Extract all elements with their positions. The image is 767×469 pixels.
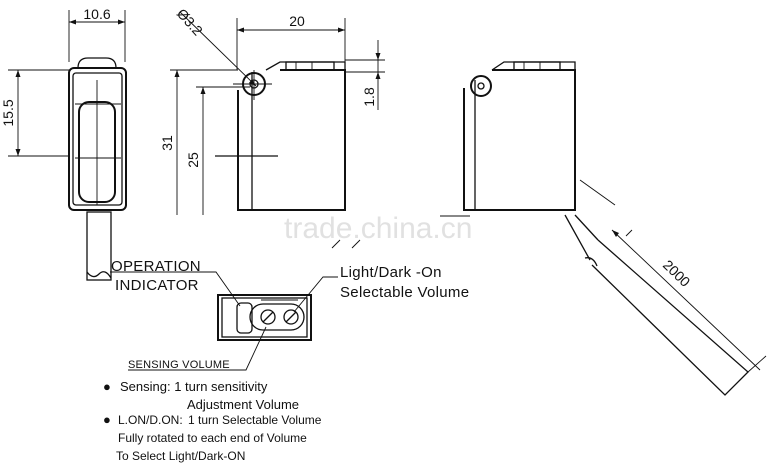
dim-width-side: 20 — [289, 13, 305, 29]
note-lon-don-line3: To Select Light/Dark-ON — [116, 449, 245, 463]
note-sensing-line1: Sensing: 1 turn sensitivity — [120, 379, 268, 394]
note-bullet-1: ● — [103, 379, 111, 394]
dim-width-front: 10.6 — [83, 6, 110, 22]
label-operation: OPERATION — [111, 258, 201, 275]
sensor-body-front — [68, 67, 127, 211]
adjustment-volume-slot — [249, 303, 305, 331]
leader-operation-indicator — [110, 271, 241, 307]
light-dark-volume-knob — [283, 309, 299, 325]
label-indicator: INDICATOR — [115, 277, 199, 294]
cable-rear — [564, 214, 749, 396]
dim-height-front: 15.5 — [0, 99, 16, 126]
watermark: trade.china.cn — [284, 212, 472, 245]
control-panel — [217, 294, 312, 341]
sensor-body-rear — [463, 69, 576, 211]
notes: ● Sensing: 1 turn sensitivity Adjustment… — [103, 379, 322, 463]
note-lon-don-line2: Fully rotated to each end of Volume — [118, 431, 307, 445]
label-light-dark-on: Light/Dark -On — [340, 264, 442, 281]
label-sensing-volume: SENSING VOLUME — [128, 359, 230, 371]
rear-view: 2000 — [440, 61, 767, 396]
top-view-panel — [217, 294, 312, 341]
front-view: 10.6 15.5 — [0, 6, 127, 281]
note-lon-don-line1: 1 turn Selectable Volume — [188, 413, 322, 427]
operation-indicator-led — [236, 302, 253, 334]
note-bullet-2: ● — [103, 412, 111, 427]
note-sensing-line2: Adjustment Volume — [187, 397, 299, 412]
leader-sensing-volume — [128, 326, 267, 371]
leader-selectable — [293, 276, 338, 313]
dim-height-hole: 25 — [185, 152, 201, 168]
dim-height-total: 31 — [159, 135, 175, 151]
note-lon-don-prefix: L.ON/D.ON: — [118, 413, 183, 427]
dim-hole-diameter: Ø3.2 — [174, 5, 206, 38]
label-selectable-volume: Selectable Volume — [340, 284, 469, 301]
side-view: 20 Ø3.2 1.8 31 25 — [159, 5, 385, 249]
mounting-hole-rear — [470, 75, 492, 97]
dim-cable-length: 2000 — [660, 257, 694, 290]
dim-offset: 1.8 — [361, 87, 377, 107]
cable-front — [86, 211, 112, 281]
sensing-volume-knob — [260, 309, 276, 325]
